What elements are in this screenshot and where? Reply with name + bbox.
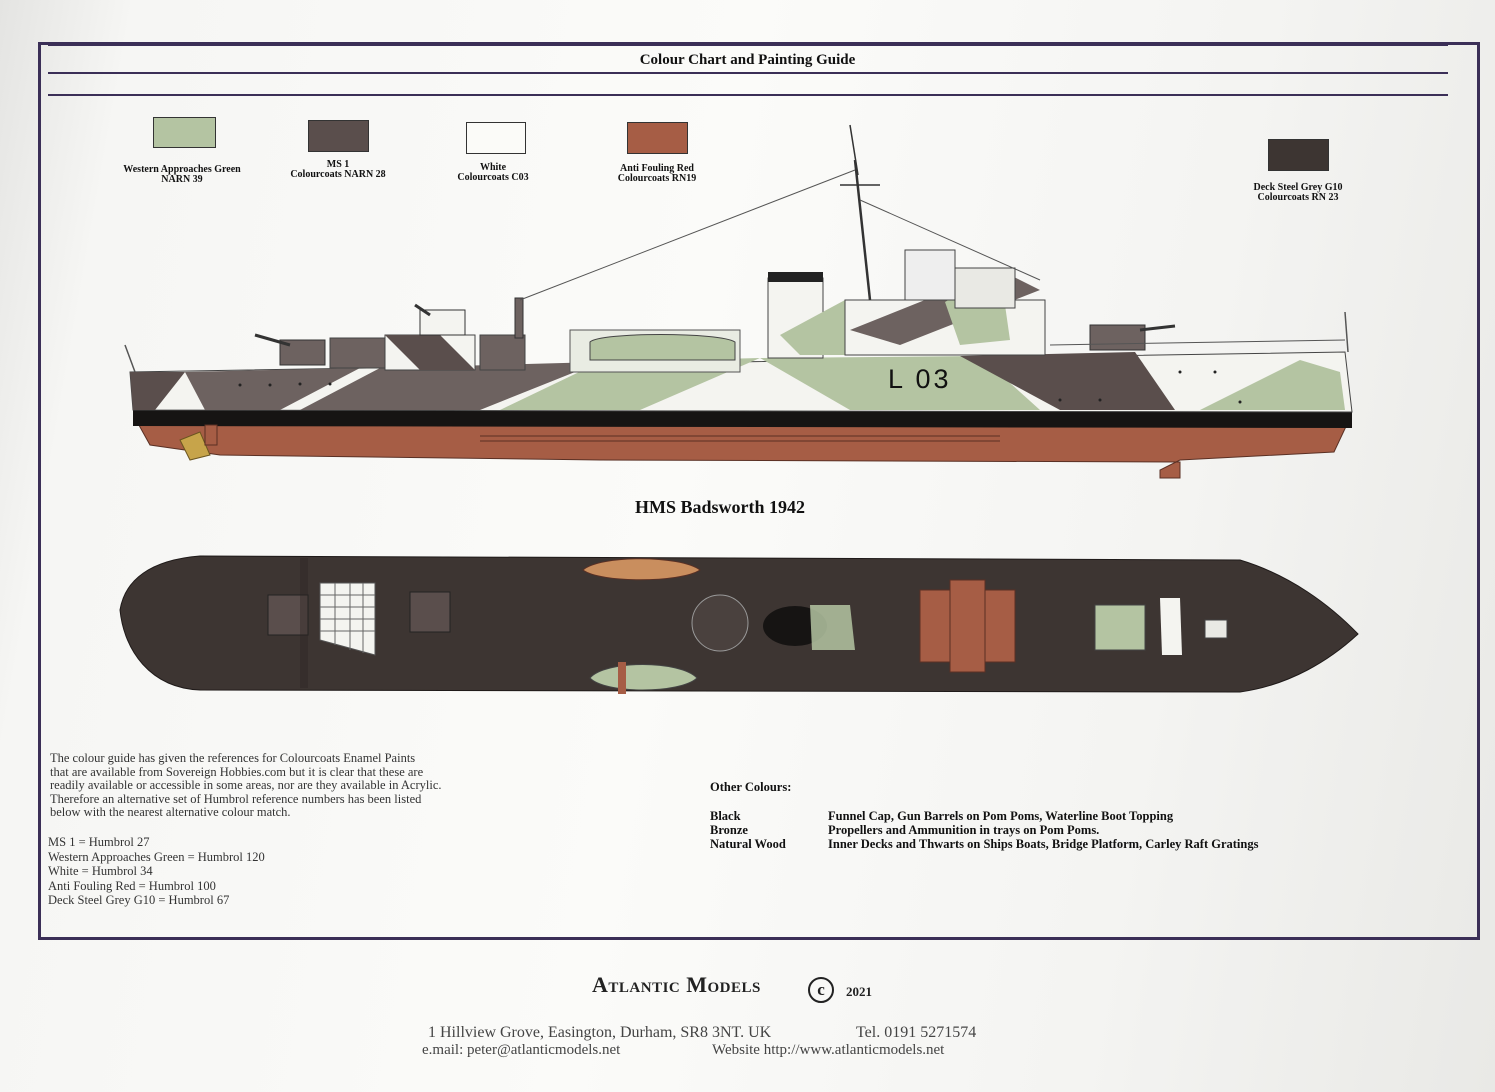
telephone: Tel. 0191 5271574: [856, 1024, 977, 1041]
colour-notes: The colour guide has given the reference…: [50, 751, 442, 819]
swatch-western-approaches-green: [153, 117, 216, 148]
swatch-white: [466, 122, 526, 154]
humbrol-reference-list: MS 1 = Humbrol 27 Western Approaches Gre…: [48, 835, 265, 908]
humbrol-ref: Deck Steel Grey G10 = Humbrol 67: [48, 893, 230, 907]
humbrol-ref: MS 1 = Humbrol 27: [48, 835, 150, 849]
other-colour-row: Natural Wood Inner Decks and Thwarts on …: [710, 837, 1259, 851]
pennant-number: L 03: [888, 364, 952, 394]
swatch-ms1: [308, 120, 369, 152]
other-colours: Other Colours: Black Funnel Cap, Gun Bar…: [710, 780, 1258, 851]
brand-name: Atlantic Models: [592, 972, 761, 997]
other-colours-title: Other Colours:: [710, 780, 792, 794]
other-colour-row: Bronze Propellers and Ammunition in tray…: [710, 823, 1100, 837]
humbrol-ref: Anti Fouling Red = Humbrol 100: [48, 878, 216, 893]
guide-title: Colour Chart and Painting Guide: [639, 52, 856, 68]
postal-address: 1 Hillview Grove, Easington, Durham, SR8…: [428, 1024, 772, 1041]
humbrol-ref: White = Humbrol 34: [48, 864, 153, 878]
copyright-year: 2021: [846, 984, 872, 999]
other-colour-row: Black Funnel Cap, Gun Barrels on Pom Pom…: [710, 809, 1174, 823]
swatch-anti-fouling-red: [627, 122, 688, 154]
page-frame: [38, 42, 1480, 940]
website-link[interactable]: Website http://www.atlanticmodels.net: [712, 1042, 945, 1058]
title-bar: [48, 44, 1448, 96]
swatch-deck-steel-grey: [1268, 139, 1329, 171]
humbrol-ref: Western Approaches Green = Humbrol 120: [48, 849, 265, 864]
copyright-symbol: c: [808, 977, 834, 1003]
ship-name: HMS Badsworth 1942: [634, 497, 805, 517]
email-address[interactable]: e.mail: peter@atlanticmodels.net: [422, 1042, 621, 1058]
